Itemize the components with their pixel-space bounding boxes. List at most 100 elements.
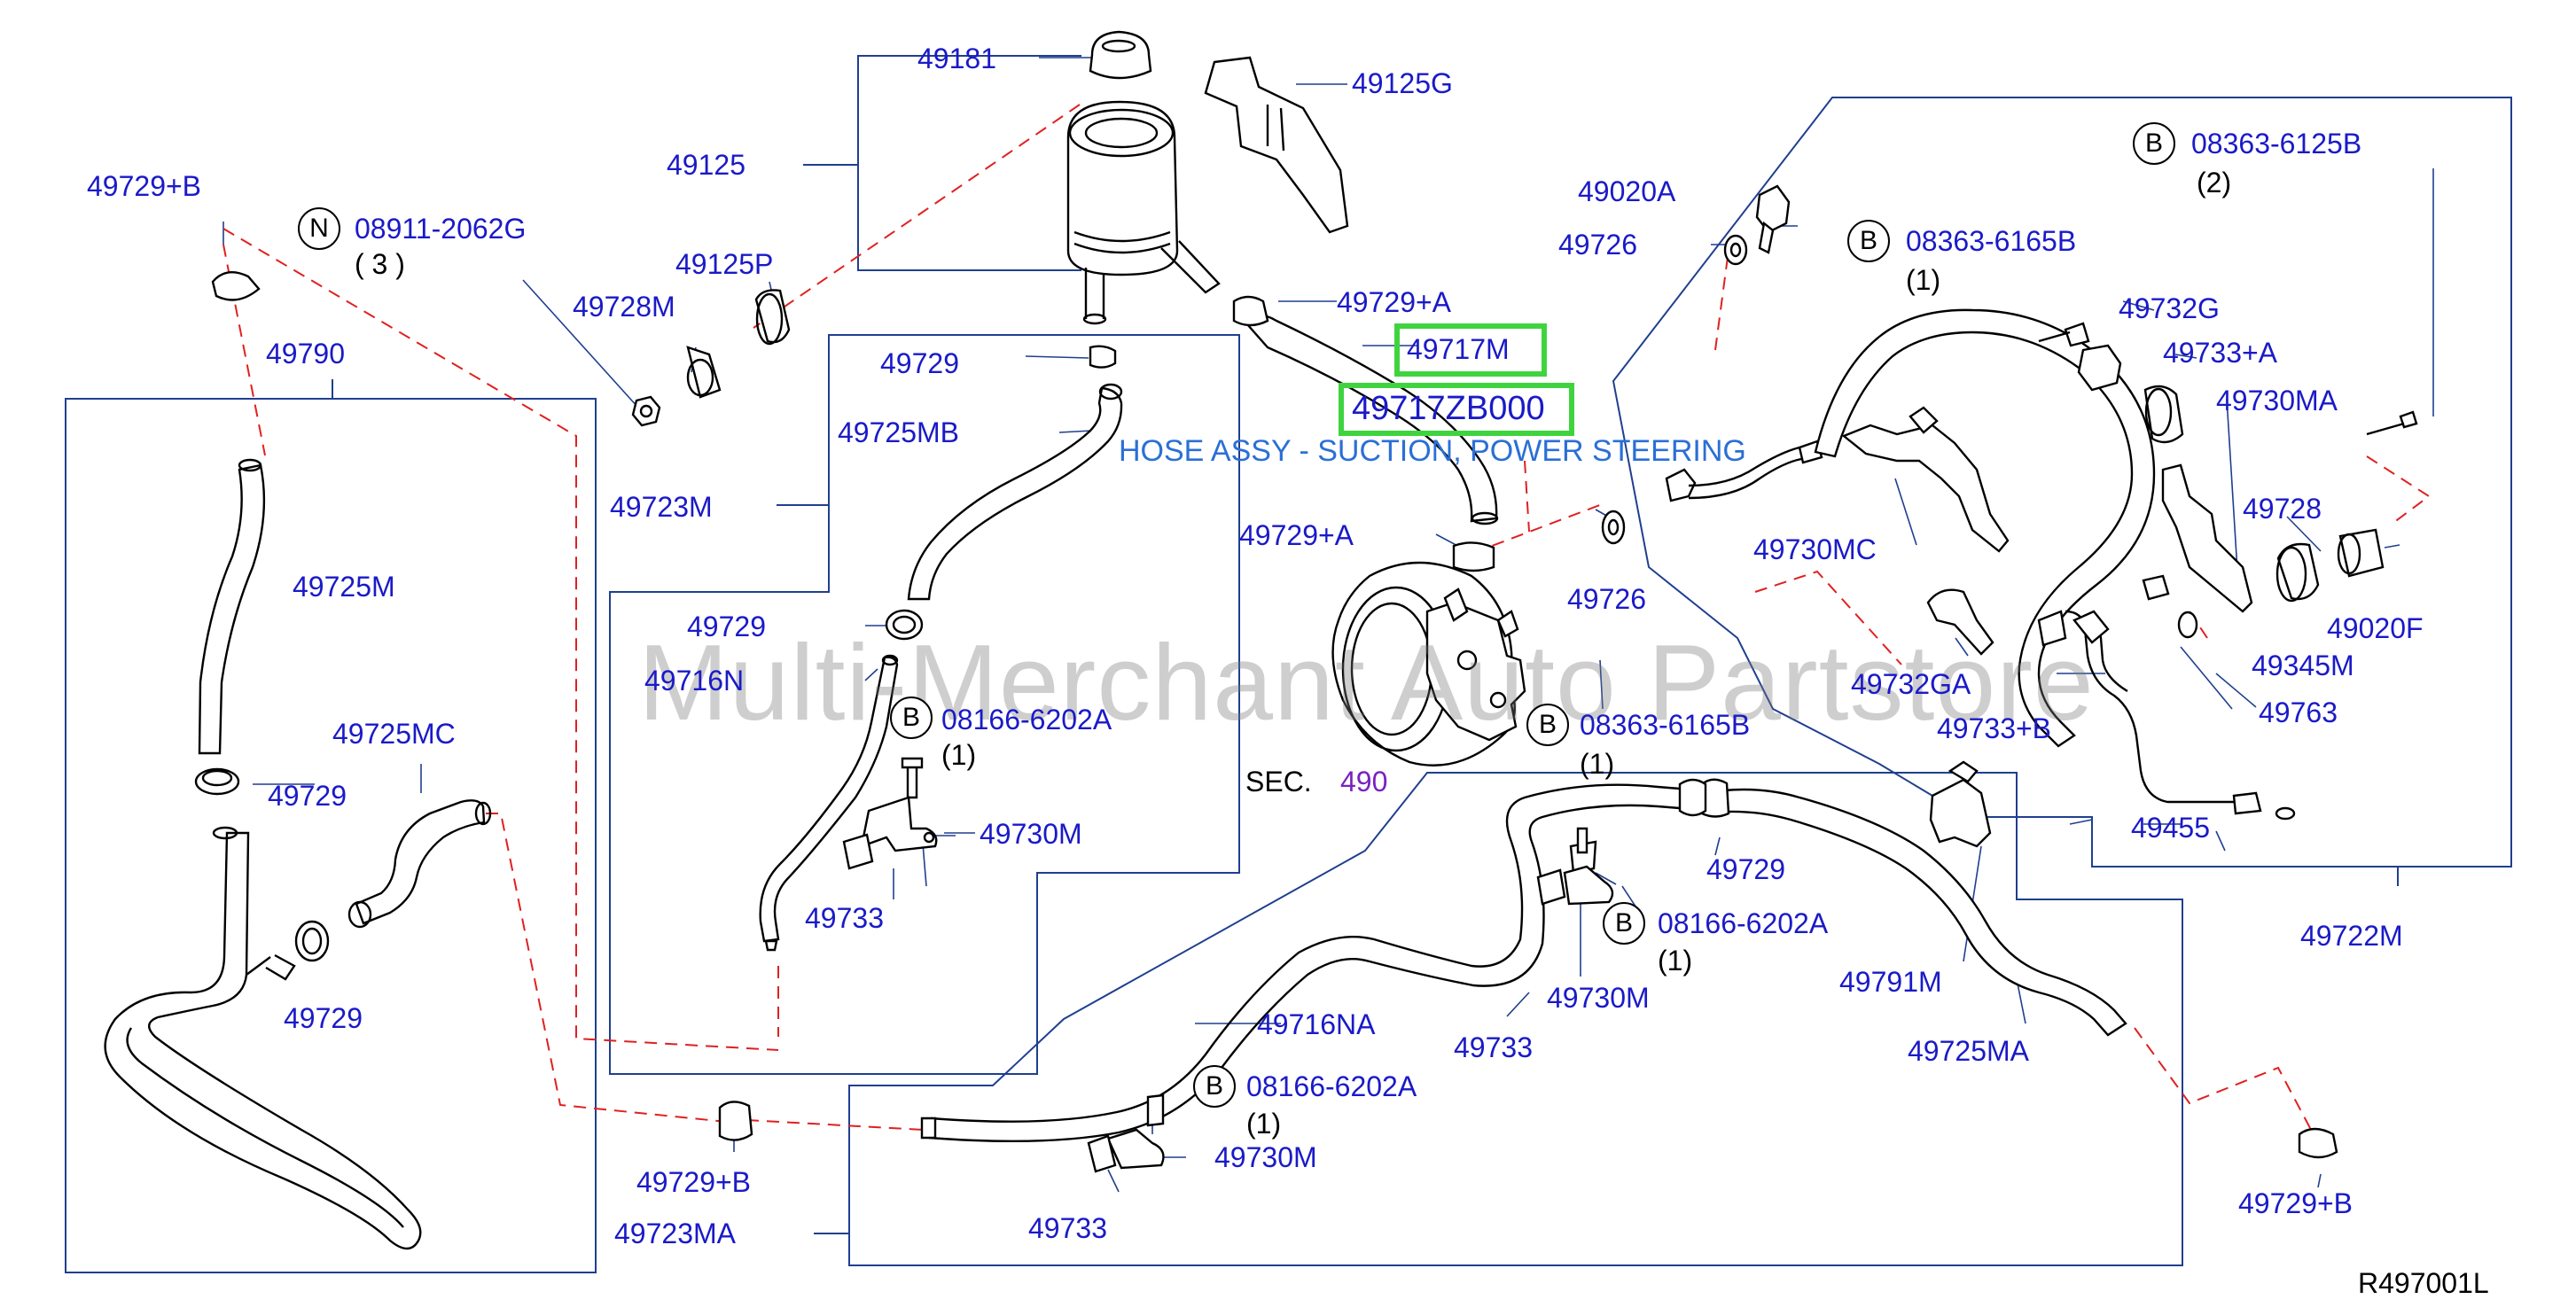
part-08166-6202A-b[interactable]: 08166-6202A <box>1658 907 1829 939</box>
power-steering-pump <box>1331 561 1526 766</box>
qty-08911: ( 3 ) <box>355 248 405 280</box>
highlight-box-49717ZB000 <box>1339 383 1574 436</box>
part-49729-c[interactable]: 49729 <box>268 780 347 812</box>
frame-49125 <box>857 55 1081 271</box>
watermark: Multi-Merchant Auto Partstore <box>638 622 2095 743</box>
part-49723M[interactable]: 49723M <box>610 491 713 523</box>
circle-N: N <box>298 207 340 250</box>
part-49125G[interactable]: 49125G <box>1352 67 1453 99</box>
part-08363-6125B[interactable]: 08363-6125B <box>2191 128 2362 160</box>
part-49732G[interactable]: 49732G <box>2119 292 2220 324</box>
highlight-description: HOSE ASSY - SUCTION, POWER STEERING <box>1119 434 1746 468</box>
part-49345M[interactable]: 49345M <box>2252 650 2354 681</box>
part-49732GA[interactable]: 49732GA <box>1851 668 1971 700</box>
part-49725M[interactable]: 49725M <box>293 571 395 603</box>
part-49733-c[interactable]: 49733 <box>1028 1212 1107 1244</box>
dash-left-clamp <box>222 244 266 456</box>
part-49125P[interactable]: 49125P <box>675 248 774 280</box>
part-49020A[interactable]: 49020A <box>1578 175 1676 207</box>
part-49125[interactable]: 49125 <box>667 149 745 181</box>
diagram-code: R497001L <box>2358 1267 2489 1299</box>
part-49733A[interactable]: 49733+A <box>2163 337 2278 369</box>
part-49729-d[interactable]: 49729 <box>284 1002 363 1034</box>
part-08166-6202A-c[interactable]: 08166-6202A <box>1246 1070 1417 1102</box>
part-49791M[interactable]: 49791M <box>1839 966 1942 998</box>
dash-reservoir-to-clamp <box>753 104 1081 329</box>
part-49729A-mid[interactable]: 49729+A <box>1239 519 1354 551</box>
part-08363-6165B-a[interactable]: 08363-6165B <box>1906 225 2077 257</box>
part-49728M[interactable]: 49728M <box>573 291 675 323</box>
hose-49717M <box>1238 313 1498 523</box>
part-49716NA[interactable]: 49716NA <box>1257 1008 1376 1040</box>
part-49790[interactable]: 49790 <box>266 338 345 370</box>
dash-49728 <box>2366 455 2431 524</box>
part-49730MA[interactable]: 49730MA <box>2216 385 2338 416</box>
part-49728[interactable]: 49728 <box>2243 493 2322 525</box>
qty-08166-c: (1) <box>1246 1108 1282 1140</box>
part-49729-a[interactable]: 49729 <box>880 347 959 379</box>
part-49729B-bottom-left[interactable]: 49729+B <box>636 1166 752 1198</box>
part-08363-6165B-b[interactable]: 08363-6165B <box>1580 709 1751 741</box>
part-49729B-bottom-right[interactable]: 49729+B <box>2238 1187 2354 1219</box>
part-49733B[interactable]: 49733+B <box>1937 712 2052 744</box>
part-49723MA[interactable]: 49723MA <box>614 1218 736 1249</box>
dash-hose-to-pump <box>1524 460 1530 533</box>
hose-49725MC <box>355 799 486 925</box>
frame-49723M <box>609 334 1240 1075</box>
dash-49345m <box>1754 570 1902 665</box>
part-49717M[interactable]: 49717M <box>1407 333 1510 365</box>
circle-B-6: B <box>1193 1065 1236 1108</box>
cap-49181 <box>1089 30 1152 80</box>
part-49730MC[interactable]: 49730MC <box>1753 533 1877 565</box>
circle-B-5: B <box>1603 902 1645 945</box>
part-08166-6202A-a[interactable]: 08166-6202A <box>941 704 1112 735</box>
part-49730M-b[interactable]: 49730M <box>1547 982 1650 1014</box>
frame-49722M <box>1612 97 2512 868</box>
part-49729A-top[interactable]: 49729+A <box>1337 286 1452 318</box>
part-49730M-c[interactable]: 49730M <box>1214 1141 1317 1173</box>
qty-08166-b: (1) <box>1658 945 1693 977</box>
part-49455[interactable]: 49455 <box>2131 812 2210 844</box>
qty-08363-6125B: (2) <box>2197 167 2232 198</box>
hose-49790 <box>104 831 422 1250</box>
sec-prefix: SEC. <box>1245 766 1312 798</box>
part-49725MB[interactable]: 49725MB <box>838 416 959 448</box>
tube-49716NA <box>930 783 1681 1123</box>
tube-49716N <box>759 656 899 943</box>
dash-49723ma-left <box>745 1119 925 1131</box>
part-49726-a[interactable]: 49726 <box>1558 229 1637 261</box>
hose-49722M <box>1814 308 2156 748</box>
dash-pump-to-hose <box>1472 502 1605 554</box>
hose-49725MA <box>1722 788 2127 1037</box>
part-49725MC[interactable]: 49725MC <box>332 718 456 750</box>
part-49020F[interactable]: 49020F <box>2327 612 2424 644</box>
bracket-49125G <box>1204 56 1349 234</box>
frame-49723MA <box>848 772 2183 1266</box>
hose-49725MB <box>907 386 1123 601</box>
part-49729-b[interactable]: 49729 <box>687 611 766 642</box>
part-49733-b[interactable]: 49733 <box>1454 1031 1533 1063</box>
part-49763[interactable]: 49763 <box>2259 696 2338 728</box>
part-49716N[interactable]: 49716N <box>644 665 745 696</box>
circle-B-1: B <box>890 696 933 739</box>
part-49729-e[interactable]: 49729 <box>1706 853 1785 885</box>
part-49181[interactable]: 49181 <box>917 43 996 74</box>
qty-08363-6165B-a: (1) <box>1906 264 1941 296</box>
part-49729B-top-left[interactable]: 49729+B <box>87 170 202 202</box>
part-49730M-a[interactable]: 49730M <box>980 818 1082 850</box>
dash-49726 <box>1714 256 1729 351</box>
part-49733-a[interactable]: 49733 <box>805 902 884 934</box>
circle-B-3: B <box>2133 122 2175 165</box>
part-08911-2062G[interactable]: 08911-2062G <box>355 213 527 245</box>
part-49717ZB000[interactable]: 49717ZB000 <box>1352 390 1545 427</box>
highlight-box-49717M <box>1394 323 1547 377</box>
part-49726-b[interactable]: 49726 <box>1567 583 1646 615</box>
part-49722M[interactable]: 49722M <box>2300 920 2403 952</box>
circle-B-2: B <box>1847 220 1890 262</box>
dash-49725mc <box>486 813 728 1123</box>
sec-number[interactable]: 490 <box>1340 766 1388 798</box>
dash-right-bottom <box>2134 1027 2319 1144</box>
part-49725MA[interactable]: 49725MA <box>1908 1035 2029 1067</box>
